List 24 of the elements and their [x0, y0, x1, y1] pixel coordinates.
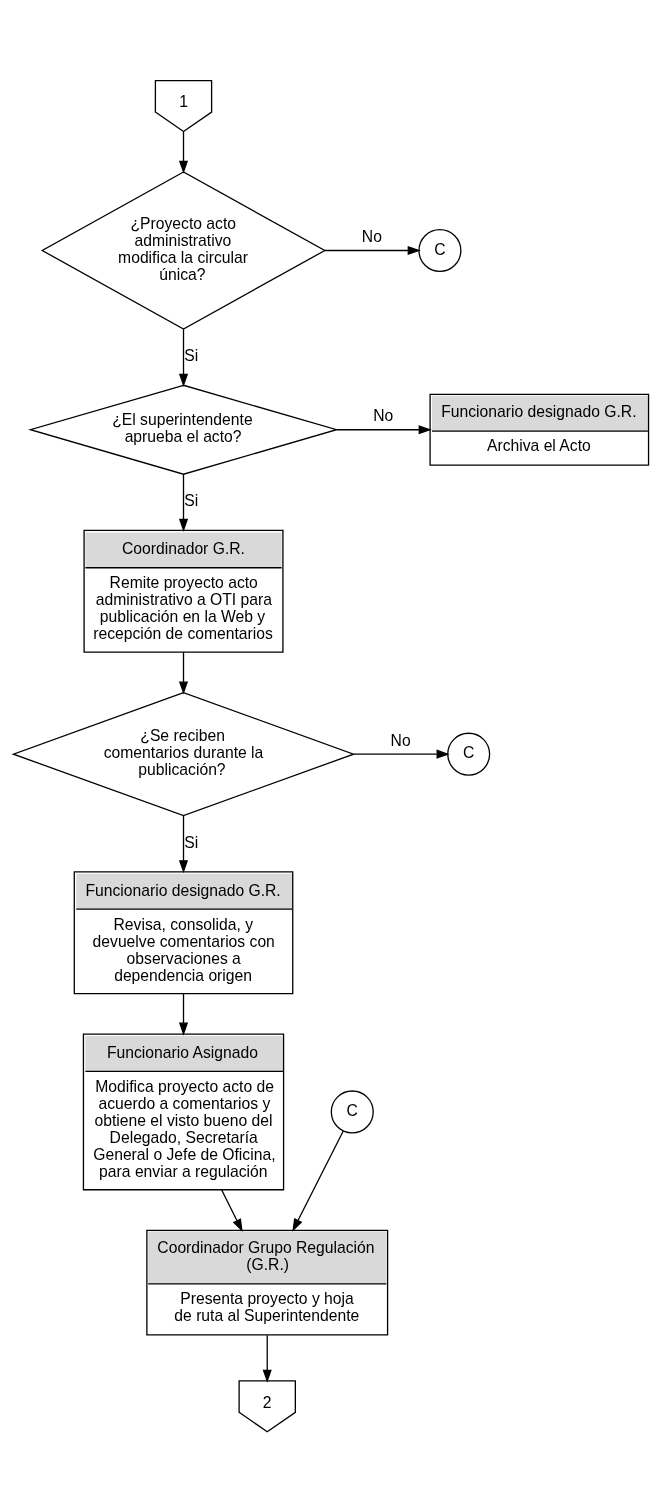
node-circle: C [447, 732, 491, 776]
node-diamond: ¿Proyecto acto administrativo modifica la circular única? [40, 171, 327, 330]
arrow [353, 749, 450, 759]
edge-label: No [390, 731, 411, 749]
node-circle: C [418, 228, 462, 273]
arrow [178, 473, 189, 532]
arrow [178, 651, 189, 695]
arrow [178, 130, 189, 174]
node-circle: C [330, 1090, 374, 1134]
edge-label: Si [184, 833, 199, 851]
edge-label: Si [184, 347, 199, 365]
arrow [178, 328, 189, 387]
arrow [324, 245, 421, 256]
edge-label: No [361, 228, 382, 246]
arrow [292, 1130, 344, 1232]
arrow [178, 993, 189, 1036]
node-diamond: ¿El superintendente aprueba el acto? [28, 384, 339, 475]
arrow [262, 1334, 272, 1383]
arrow [221, 1189, 243, 1233]
edge-label: No [373, 407, 394, 425]
node-diamond: ¿Se reciben comentarios durante la publicación? [11, 691, 356, 817]
arrow [178, 815, 189, 874]
edge-label: Si [184, 492, 199, 510]
arrow [336, 425, 432, 435]
